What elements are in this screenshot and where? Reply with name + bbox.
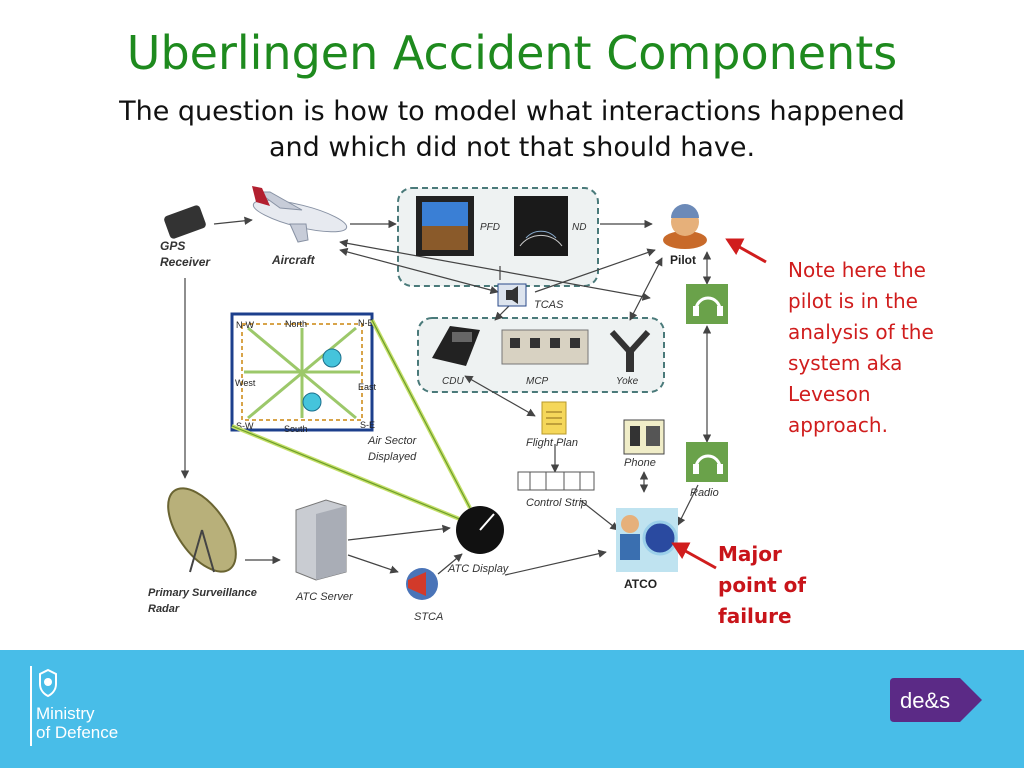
yoke-label: Yoke [616,376,639,387]
mod-line-2: of Defence [36,723,119,742]
mcp-label: MCP [526,376,549,387]
atco-label: ATCO [624,577,657,591]
compass-n: North [285,319,307,329]
primary-radar-label-line2: Radar [148,603,180,615]
red-pointer-arrows [671,238,767,570]
primary-radar-label-line1: Primary Surveillance [148,587,257,599]
flight-plan-label: Flight Plan [526,437,578,449]
mod-line-1: Ministry [36,704,95,723]
crest-icon [39,668,57,698]
yoke-icon [609,329,651,372]
atc-display-label: ATC Display [447,563,510,575]
mod-divider [30,666,32,746]
aircraft-blip-icon [322,348,342,368]
control-strip-label: Control Strip [526,497,587,509]
des-logo-text: de&s [900,688,950,713]
note-pilot-analysis: Note here the pilot is in the analysis o… [788,258,934,437]
compass-e: East [358,382,377,392]
compass-w: West [235,378,256,388]
gps-receiver-icon [164,205,206,239]
cdu-label: CDU [442,376,464,387]
primary-radar-icon [167,487,237,573]
headset-icon [686,284,728,324]
stca-icon [406,568,438,600]
slide-title: Uberlingen Accident Components [126,26,898,80]
pfd-icon [416,196,474,256]
gps-label-line2: Receiver [160,255,211,269]
compass-s: South [284,424,308,434]
gps-label-line1: GPS [160,239,185,253]
note-major-failure: Major point of failure [718,542,807,628]
aircraft-icon [252,186,348,243]
atc-display-icon [456,506,504,554]
stca-label: STCA [414,611,443,623]
radio-label: Radio [690,487,719,499]
system-diagram: N-W North N-E West East S-W South S-E GP… [148,186,767,623]
subtitle-line-1: The question is how to model what intera… [119,96,905,127]
flight-plan-icon [541,401,567,435]
phone-icon [623,419,665,455]
pilot-label: Pilot [670,253,696,267]
des-logo: de&s [890,678,982,722]
mcp-icon [501,329,589,365]
pilot-icon [663,204,707,249]
subtitle-line-2: and which did not that should have. [268,132,756,163]
compass-se: S-E [360,420,375,430]
connector-lines [180,216,712,576]
pfd-label: PFD [480,222,500,233]
aircraft-blip-icon [302,392,322,412]
compass-sw: S-W [236,421,254,431]
aircraft-label: Aircraft [271,253,316,267]
slide-footer: Ministry of Defence de&s [0,650,1024,768]
atc-server-icon [295,499,347,581]
nd-label: ND [572,222,586,233]
atco-icon [616,508,678,572]
compass-nw: N-W [236,320,254,330]
compass-ne: N-E [358,318,374,328]
air-sector-label-line2: Displayed [368,451,417,463]
slide-subtitle: The question is how to model what intera… [60,94,964,166]
nd-icon [514,196,568,256]
cdu-icon [432,326,480,366]
tcas-label: TCAS [534,299,564,311]
phone-label: Phone [624,457,656,469]
mod-logo-text: Ministry of Defence [36,704,118,742]
control-strip-icon [517,471,595,491]
atc-server-label: ATC Server [295,591,354,603]
air-sector-label-line1: Air Sector [367,435,418,447]
radio-headset-icon [686,442,728,482]
